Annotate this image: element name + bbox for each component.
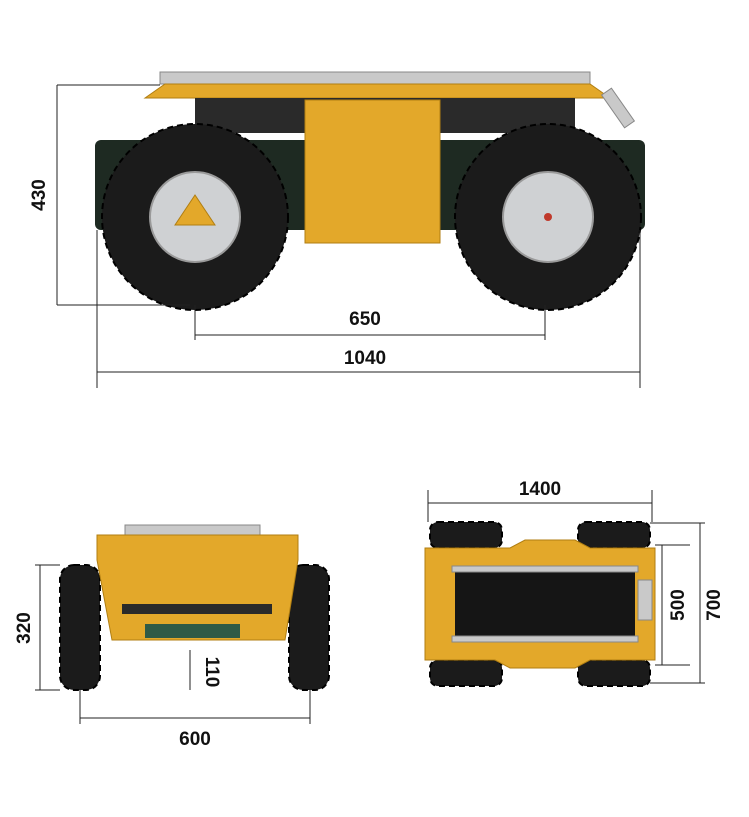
- length-label: 1040: [344, 348, 386, 369]
- rail-top: [451, 565, 639, 573]
- wheelbase-label: 650: [349, 309, 381, 330]
- track-label: 600: [179, 729, 211, 750]
- bumper: [145, 624, 240, 638]
- front-height-label: 320: [14, 612, 35, 644]
- handle: [600, 87, 636, 129]
- top-rail: [124, 524, 261, 536]
- wheel-rl: [429, 659, 503, 687]
- wheel-rear: [454, 123, 642, 311]
- wheel-front: [101, 123, 289, 311]
- wheel-left: [59, 564, 101, 691]
- center-panel: [304, 99, 441, 244]
- top-plate: [455, 570, 635, 640]
- front-view: 320 110 600: [14, 524, 330, 750]
- top-length-label: 1400: [519, 479, 561, 500]
- ground-clearance-label: 110: [201, 657, 222, 688]
- wheel-fl: [429, 521, 503, 549]
- top-rail: [159, 71, 591, 85]
- rail-bottom: [451, 635, 639, 643]
- wheel-rr: [577, 659, 651, 687]
- wheel-fr: [577, 521, 651, 549]
- handle: [637, 579, 653, 621]
- wheel-right: [288, 564, 330, 691]
- height-label: 430: [29, 179, 50, 211]
- top-view: 1400 500 700: [424, 479, 725, 687]
- inner-width-label: 500: [668, 589, 689, 621]
- front-slot: [122, 604, 272, 614]
- width-label: 700: [704, 589, 725, 621]
- side-view: 430 650 1040: [29, 71, 645, 388]
- top-plate: [143, 83, 612, 99]
